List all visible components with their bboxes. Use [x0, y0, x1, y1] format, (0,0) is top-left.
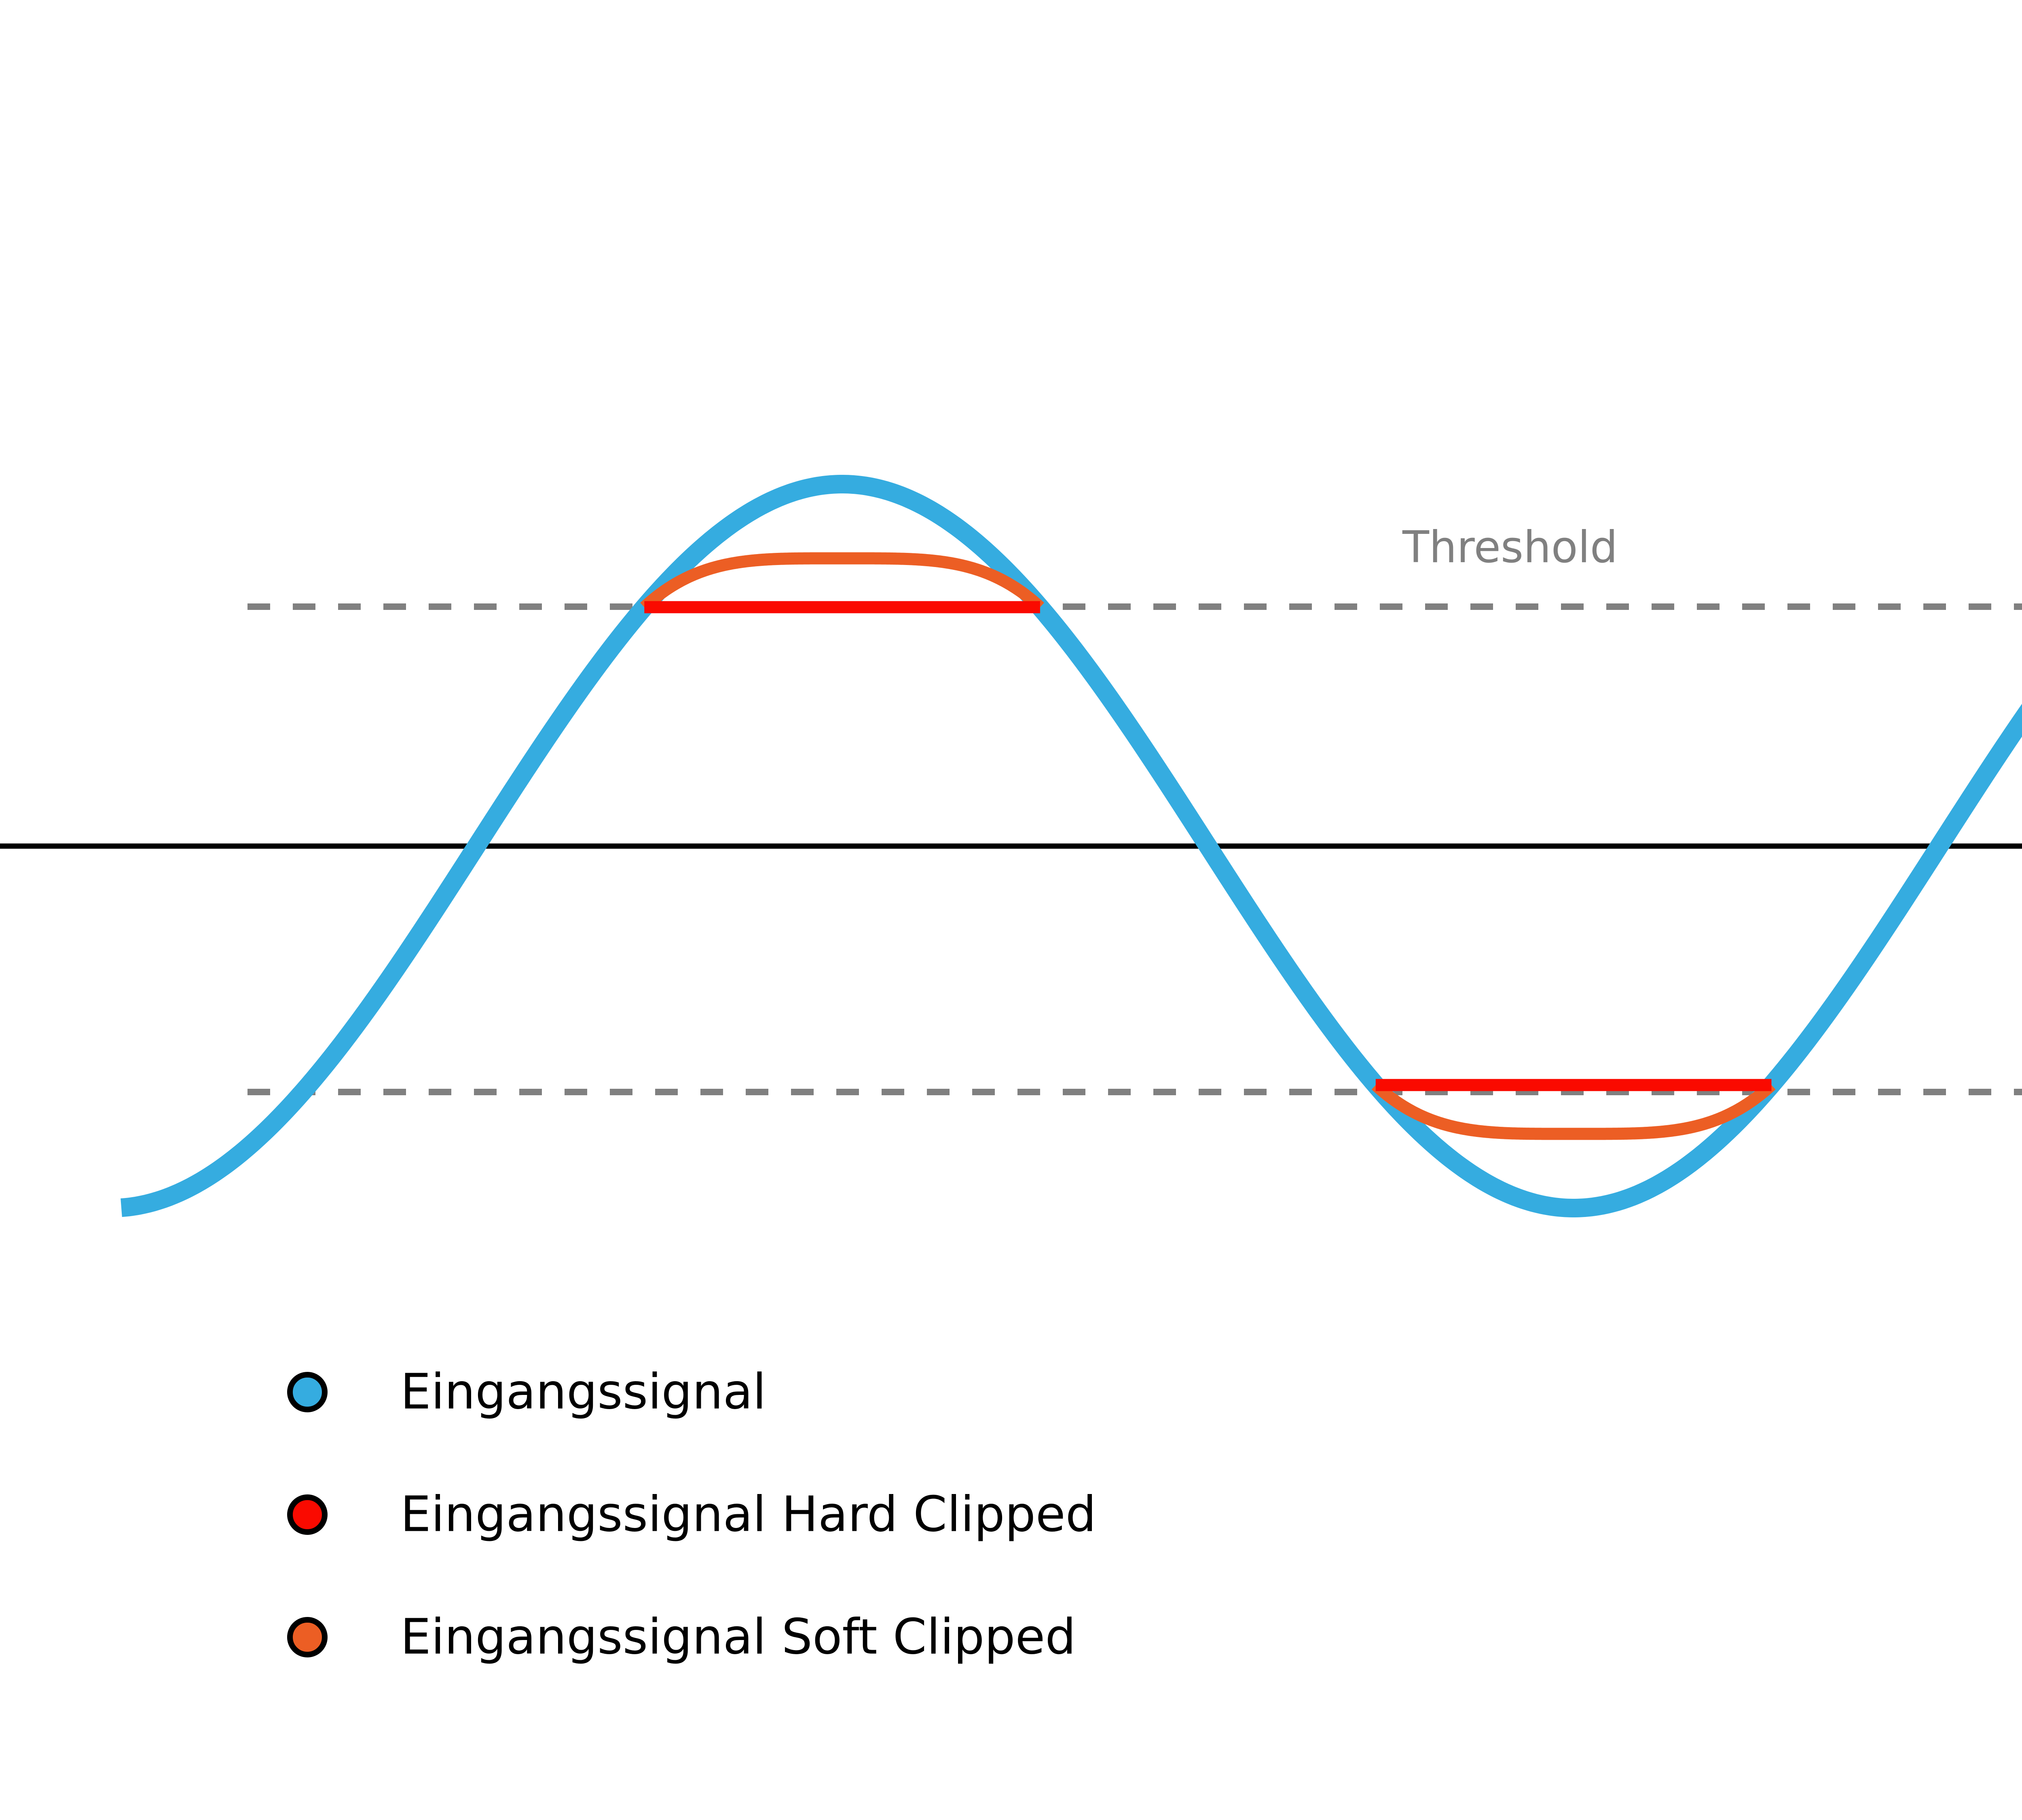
legend-item-eingangssignal-hard-clipped[interactable]: Eingangssignal Hard Clipped — [287, 1487, 1096, 1543]
legend-item-label: Eingangssignal — [400, 1364, 766, 1420]
legend-item-label: Eingangssignal Hard Clipped — [400, 1487, 1096, 1543]
legend-item-label: Eingangssignal Soft Clipped — [400, 1609, 1076, 1666]
circle-marker-icon — [287, 1617, 328, 1657]
soft-clipped-curve-peak-1 — [639, 552, 1045, 612]
soft-clipped-curve-trough — [1371, 1080, 1777, 1140]
legend: Eingangssignal Eingangssignal Hard Clipp… — [287, 1364, 1096, 1666]
circle-marker-icon — [287, 1372, 328, 1412]
circle-marker-icon — [287, 1494, 328, 1535]
input-signal-curve — [114, 475, 2022, 1217]
legend-item-eingangssignal[interactable]: Eingangssignal — [287, 1364, 766, 1420]
legend-item-eingangssignal-soft-clipped[interactable]: Eingangssignal Soft Clipped — [287, 1609, 1076, 1666]
threshold-label-upper: Threshold — [1402, 522, 1618, 573]
